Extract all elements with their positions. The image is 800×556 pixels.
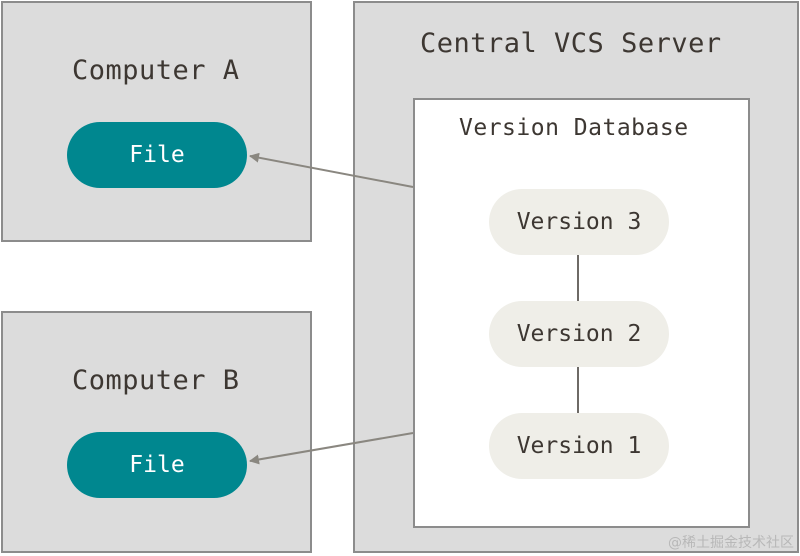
computer-b-file: File (67, 432, 247, 498)
arrow-to-computer-b (249, 432, 414, 465)
computer-a-file: File (67, 122, 247, 188)
computer-a-box (1, 1, 312, 242)
watermark: @稀土掘金技术社区 (668, 535, 794, 551)
computer-a-title: Computer A (72, 55, 240, 86)
version-node: Version 2 (489, 301, 669, 367)
server-title: Central VCS Server (420, 28, 722, 59)
version-node: Version 1 (489, 413, 669, 479)
database-title: Version Database (459, 115, 689, 141)
version-node: Version 3 (489, 189, 669, 255)
arrow-to-computer-a (249, 152, 414, 188)
computer-b-title: Computer B (72, 365, 240, 396)
version-connector (577, 366, 579, 414)
version-connector (577, 254, 579, 302)
